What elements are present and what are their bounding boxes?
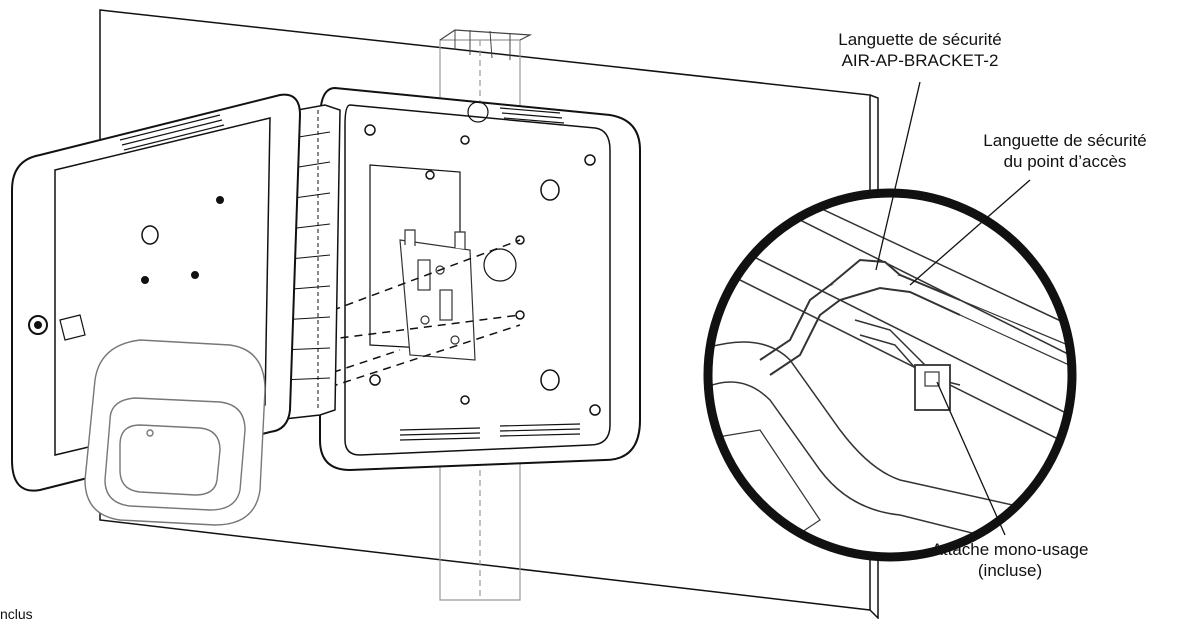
- ap-mounting-bracket: [399, 229, 476, 361]
- bracket-label-line2: AIR-AP-BRACKET-2: [841, 51, 999, 70]
- ap-safety-tab-label: Languette de sécurité du point d’accès: [945, 130, 1184, 172]
- tie-label-line2: (incluse): [977, 561, 1043, 580]
- bracket-safety-tab-label: Languette de sécurité AIR-AP-BRACKET-2: [795, 29, 1045, 71]
- leader-lines: [875, 81, 1031, 536]
- tie-label-line1: Attache mono-usage: [931, 540, 1089, 559]
- access-point: [84, 339, 266, 526]
- bracket-label-line1: Languette de sécurité: [838, 30, 1002, 49]
- cable-tie-label: Attache mono-usage (incluse): [890, 539, 1130, 581]
- ap-label-line1: Languette de sécurité: [983, 131, 1147, 150]
- enclosure-back-box: [319, 86, 641, 472]
- ap-label-line2: du point d’accès: [1003, 152, 1127, 171]
- footer-text-fragment: nclus: [0, 606, 33, 622]
- detail-magnifier: [703, 188, 1077, 562]
